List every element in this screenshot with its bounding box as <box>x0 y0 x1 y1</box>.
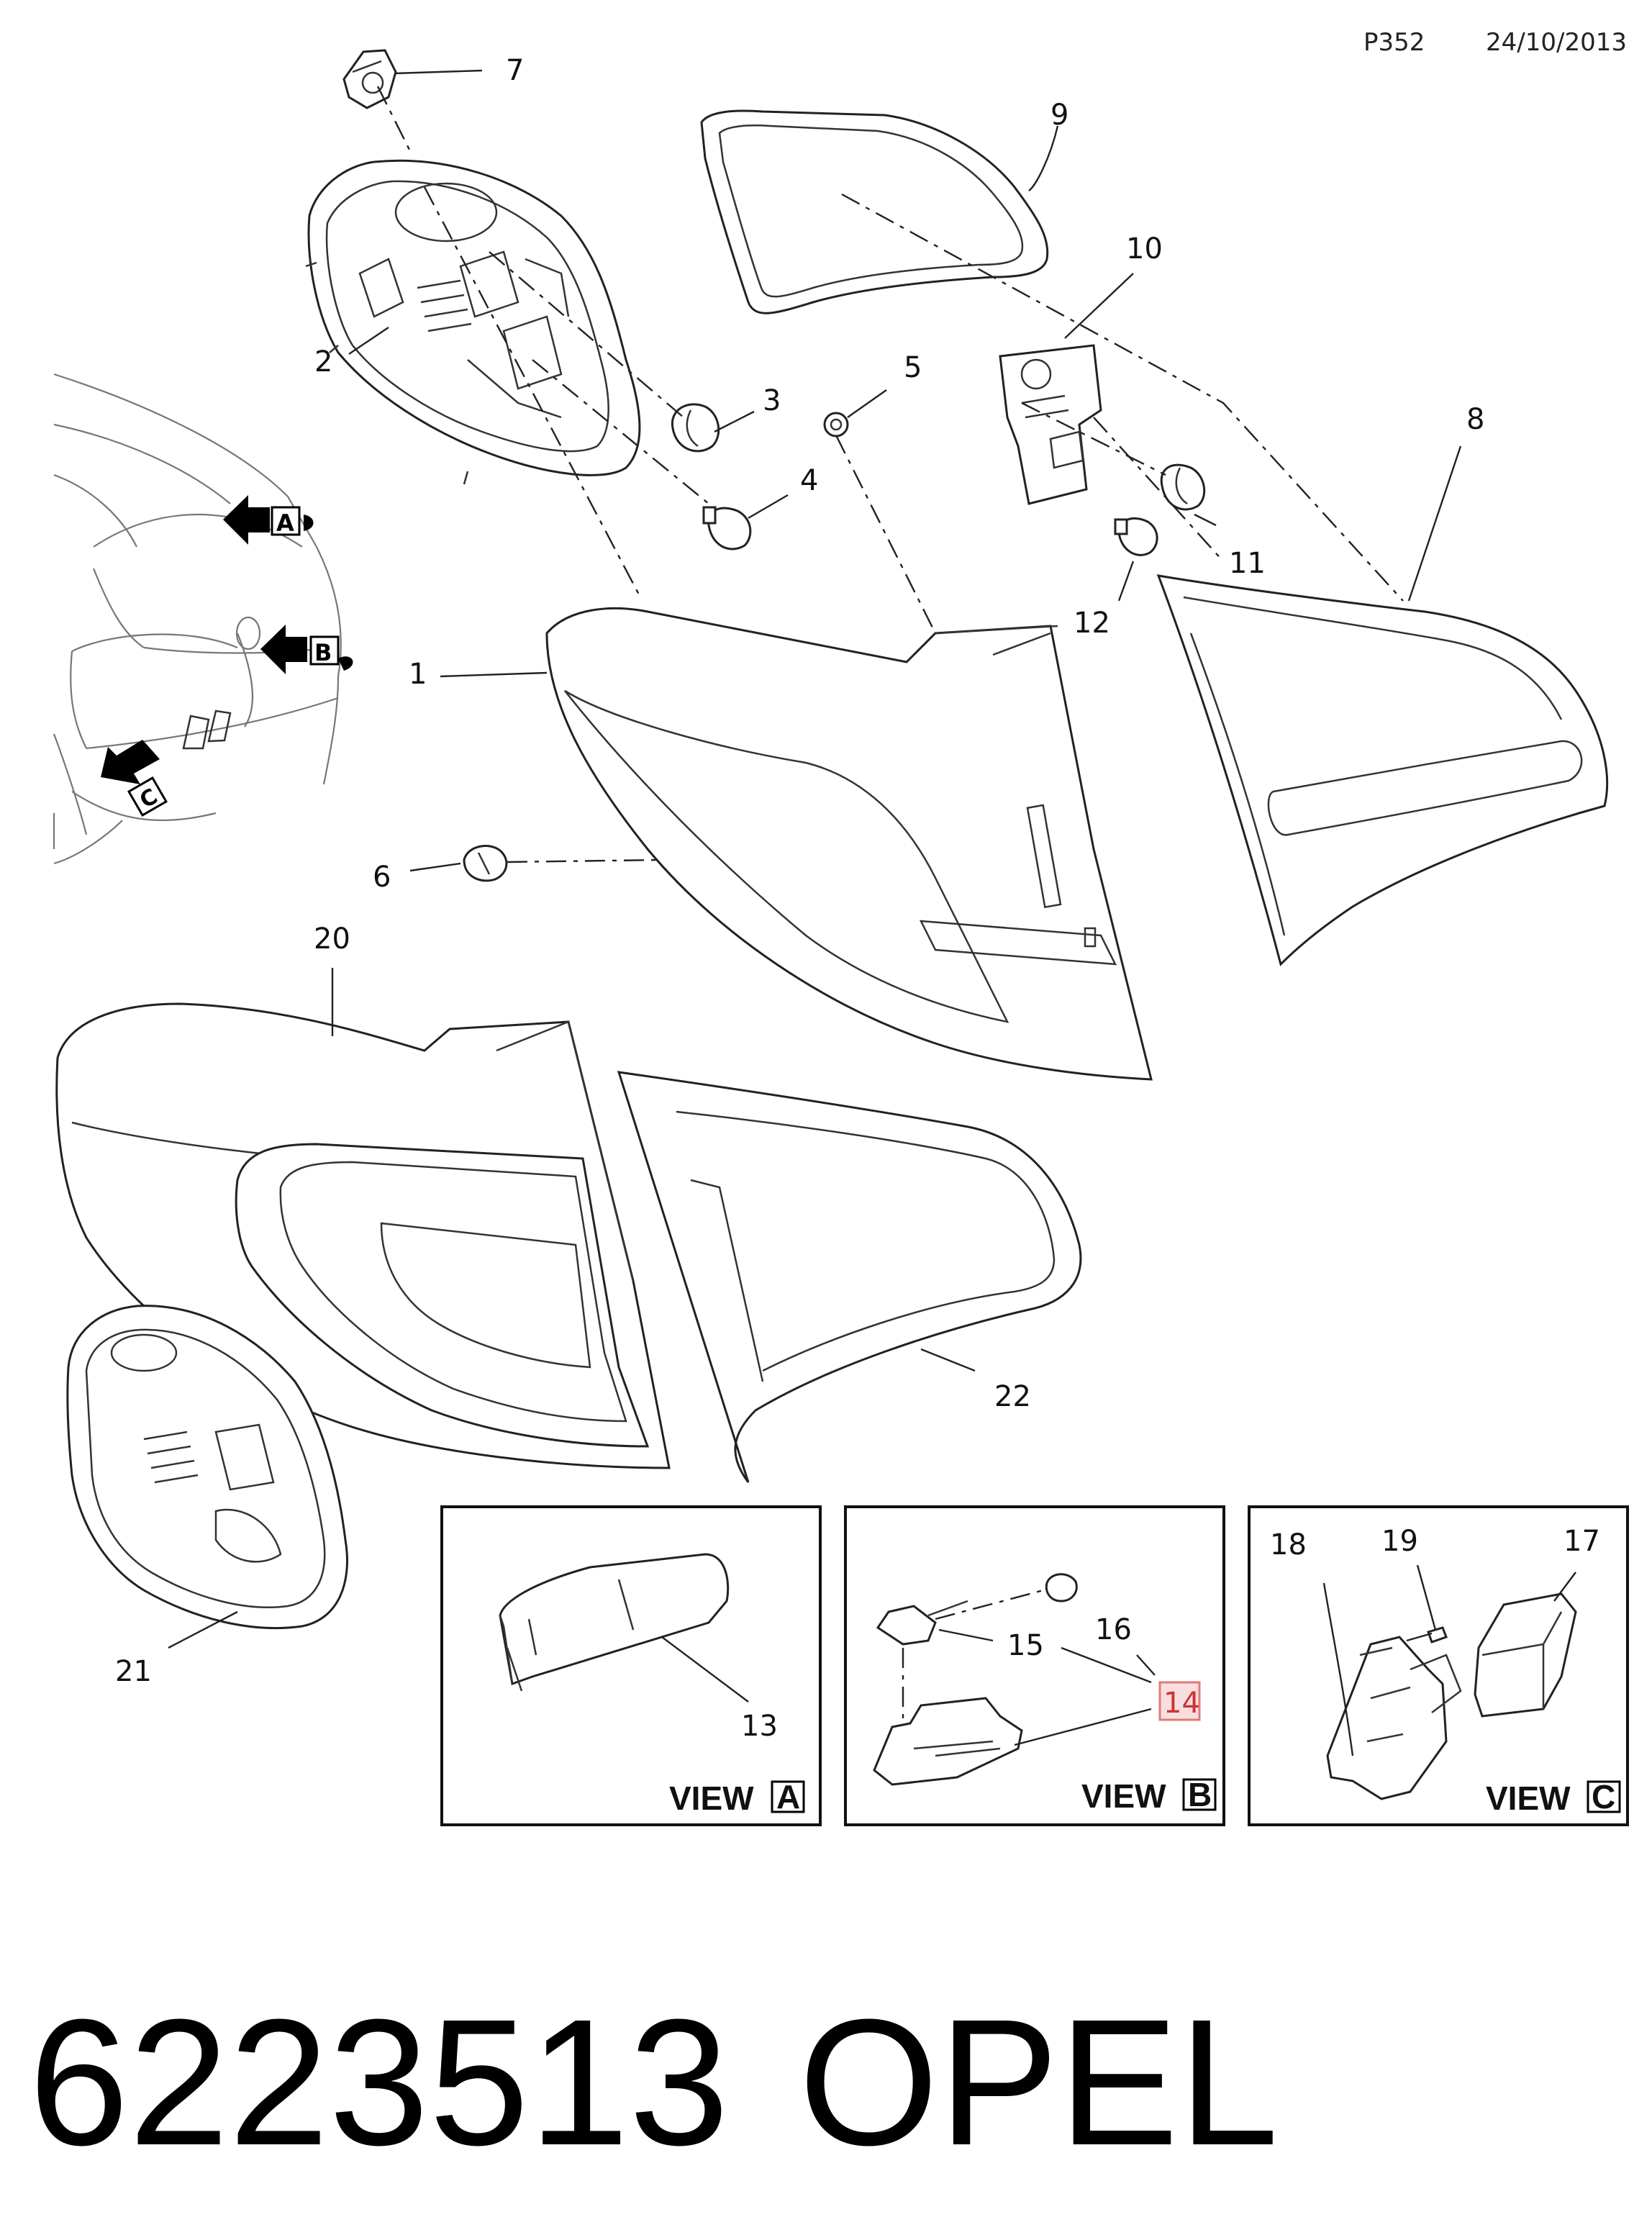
callout-20: 20 <box>314 922 350 956</box>
callout-17: 17 <box>1564 1525 1600 1558</box>
view-b-panel: 15 16 14 VIEW B <box>844 1505 1225 1826</box>
part-5-grommet <box>823 412 849 437</box>
callout-16: 16 <box>1095 1613 1132 1646</box>
callout-7: 7 <box>506 54 524 87</box>
callout-6: 6 <box>373 861 391 894</box>
view-marker-c: C <box>101 709 232 817</box>
callout-13: 13 <box>741 1710 778 1743</box>
leader-lines <box>168 69 1462 1649</box>
part-4-bulb <box>702 506 752 550</box>
view-marker-b-letter: B <box>314 639 332 666</box>
view-c-panel: 18 19 17 VIEW C <box>1248 1505 1629 1826</box>
part-11-bulb <box>1160 463 1206 511</box>
part-10-socket-plate <box>999 344 1102 505</box>
part-3-bulb <box>671 403 720 453</box>
car-rear-sketch <box>53 373 342 865</box>
view-a-title: VIEW <box>669 1780 754 1817</box>
callout-4: 4 <box>800 464 818 497</box>
callout-14-highlight <box>1158 1681 1201 1721</box>
callout-11: 11 <box>1229 547 1266 580</box>
part-21-housing <box>66 1305 348 1630</box>
callout-10: 10 <box>1126 232 1163 266</box>
part-6-clip <box>463 845 508 882</box>
callout-12: 12 <box>1074 607 1110 640</box>
view-b-letter: B <box>1188 1776 1212 1813</box>
callout-3: 3 <box>763 384 781 417</box>
callout-9: 9 <box>1050 99 1068 132</box>
part-7-clip <box>342 49 397 109</box>
view-marker-a: A <box>223 495 314 545</box>
callout-19: 19 <box>1381 1525 1418 1558</box>
view-a-panel: 13 VIEW A <box>440 1505 822 1826</box>
part-22-inner-lamp <box>617 1071 1082 1483</box>
part-12-bulb <box>1114 517 1158 556</box>
callout-21: 21 <box>115 1655 152 1688</box>
brand-name: OPEL <box>799 1982 1279 2182</box>
part-number: 6223513 <box>29 1982 729 2182</box>
callout-5: 5 <box>904 351 922 384</box>
assembly-lines <box>376 86 1404 863</box>
page-code: P352 <box>1363 28 1425 57</box>
callout-14: 14 <box>1163 1687 1200 1720</box>
view-marker-a-letter: A <box>276 509 294 537</box>
callout-labels: 7 9 10 2 3 5 8 4 11 12 1 6 20 22 21 <box>115 54 1484 1688</box>
view-a-letter: A <box>776 1778 800 1815</box>
view-marker-b: B <box>260 625 353 674</box>
part-2-housing <box>305 159 641 485</box>
view-c-title: VIEW <box>1486 1780 1571 1817</box>
view-c-letter: C <box>1592 1778 1615 1815</box>
callout-8: 8 <box>1466 403 1484 436</box>
callout-22: 22 <box>994 1380 1031 1413</box>
view-b-title: VIEW <box>1081 1777 1166 1815</box>
part-1-outer-lamp <box>545 607 1153 1081</box>
callout-2: 2 <box>314 345 332 378</box>
callout-18: 18 <box>1270 1528 1307 1561</box>
callout-15: 15 <box>1007 1629 1044 1662</box>
diagram-date: 24/10/2013 <box>1486 28 1627 57</box>
part-9-gasket <box>700 109 1049 314</box>
part-8-inner-lamp <box>1156 574 1609 966</box>
callout-1: 1 <box>409 658 427 691</box>
